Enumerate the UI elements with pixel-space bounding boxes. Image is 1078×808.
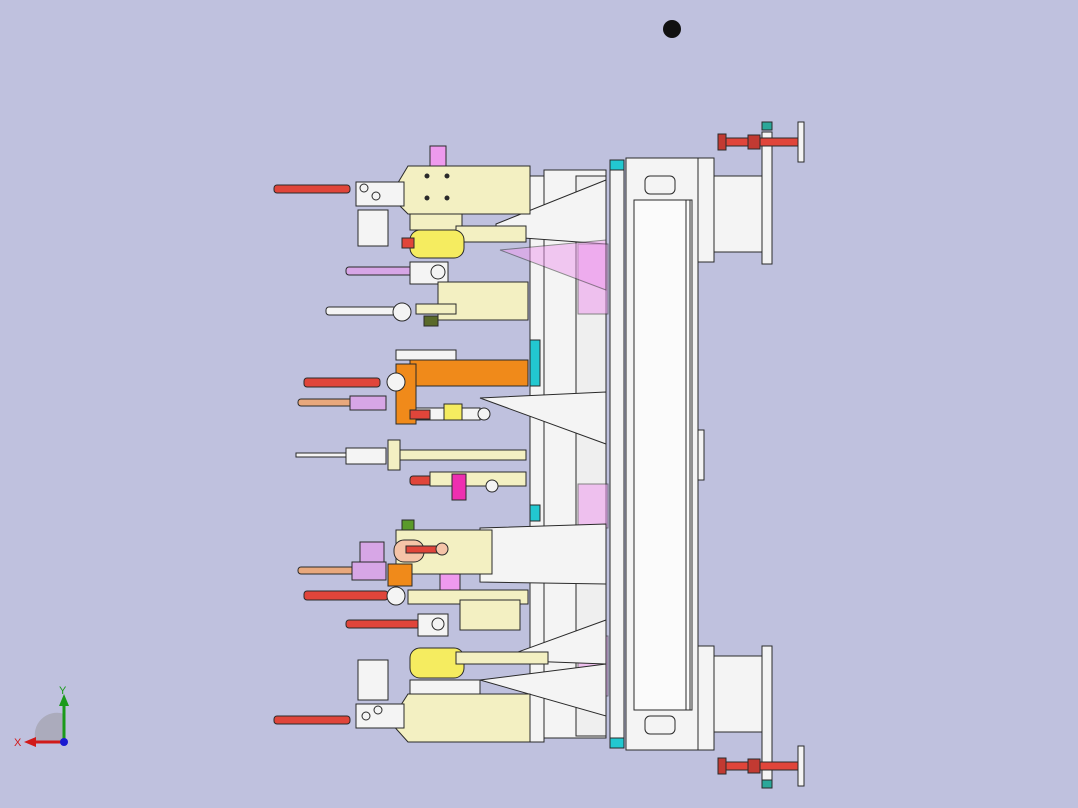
clamp-unit-4[interactable] [295, 439, 527, 501]
black-dot-cursor-icon [663, 20, 681, 38]
clamp-unit-5[interactable] [297, 519, 493, 595]
support-rails [479, 169, 609, 743]
clamp-unit-2[interactable] [325, 261, 529, 327]
base-frame [609, 157, 705, 751]
clamp-unit-6[interactable] [303, 586, 529, 637]
mount-bracket-bottom [697, 645, 805, 789]
clamp-unit-7[interactable] [273, 647, 549, 743]
x-axis-label: X [14, 737, 22, 749]
mount-bracket-top [697, 121, 805, 265]
clamp-unit-3[interactable] [297, 349, 529, 425]
xyz-axis-triad-icon: Y X [14, 685, 69, 749]
clamp-unit-1[interactable] [273, 145, 531, 259]
y-axis-label: Y [59, 685, 67, 697]
